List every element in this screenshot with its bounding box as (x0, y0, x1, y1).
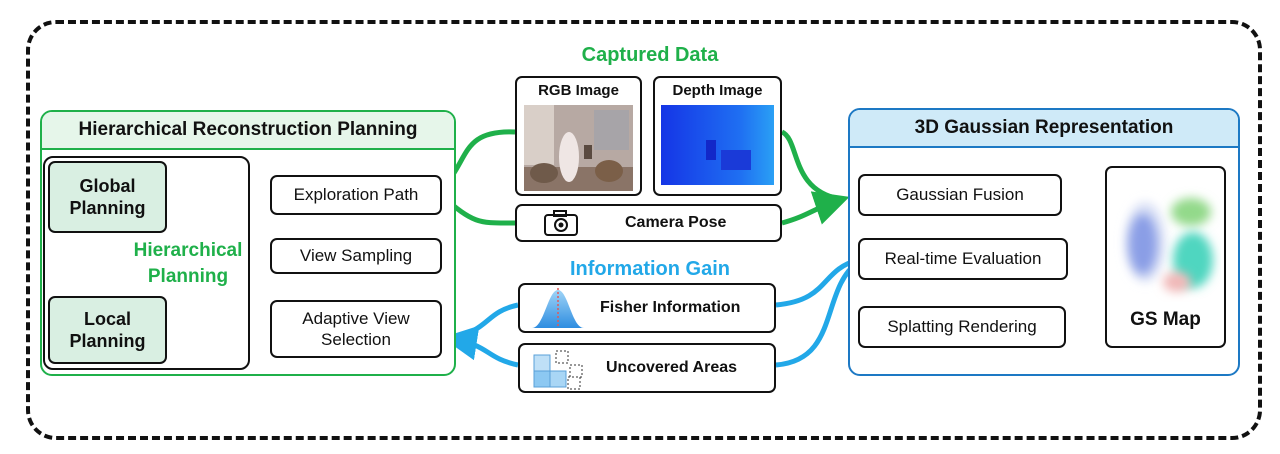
planning-group (43, 156, 250, 370)
fisher-information-label: Fisher Information (600, 299, 741, 316)
global-planning-box: Global Planning (48, 161, 167, 233)
uncovered-areas-label: Uncovered Areas (606, 359, 738, 376)
depth-image-label: Depth Image (672, 82, 763, 99)
view-sampling-box: View Sampling (270, 238, 442, 274)
fisher-information-box: Fisher Information (518, 283, 776, 333)
rgb-image-card: RGB Image (515, 76, 642, 196)
depth-image-map (661, 104, 774, 185)
gs-map-card: GS Map (1105, 166, 1226, 348)
splatting-rendering-box: Splatting Rendering (858, 306, 1066, 348)
uncovered-areas-box: Uncovered Areas (518, 343, 776, 393)
outer-frame (26, 20, 1262, 440)
voxel-blocks-icon (533, 350, 583, 390)
gs-map-visual (1124, 198, 1213, 292)
camera-pose-label: Camera Pose (625, 214, 727, 231)
rgb-image-photo (524, 104, 633, 191)
adaptive-view-selection-box: Adaptive View Selection (270, 300, 442, 358)
information-gain-flow (442, 257, 860, 368)
depth-image-card: Depth Image (653, 76, 782, 196)
gaussian-fusion-box: Gaussian Fusion (858, 174, 1062, 216)
information-gain-title: Information Gain (570, 258, 730, 280)
captured-data-title: Captured Data (581, 44, 719, 66)
planning-panel-title: Hierarchical Reconstruction Planning (42, 112, 454, 150)
rgb-image-label: RGB Image (538, 82, 619, 99)
gaussian-panel-title: 3D Gaussian Representation (850, 110, 1238, 148)
exploration-path-box: Exploration Path (270, 175, 442, 215)
gaussian-curve-icon (532, 288, 584, 328)
real-time-evaluation-box: Real-time Evaluation (858, 238, 1068, 280)
camera-pose-box: Camera Pose (515, 204, 782, 242)
camera-icon (544, 210, 578, 236)
local-planning-box: Local Planning (48, 296, 167, 364)
hierarchical-planning-label: Hierarchical Planning (133, 240, 243, 287)
gs-map-label: GS Map (1130, 309, 1201, 330)
